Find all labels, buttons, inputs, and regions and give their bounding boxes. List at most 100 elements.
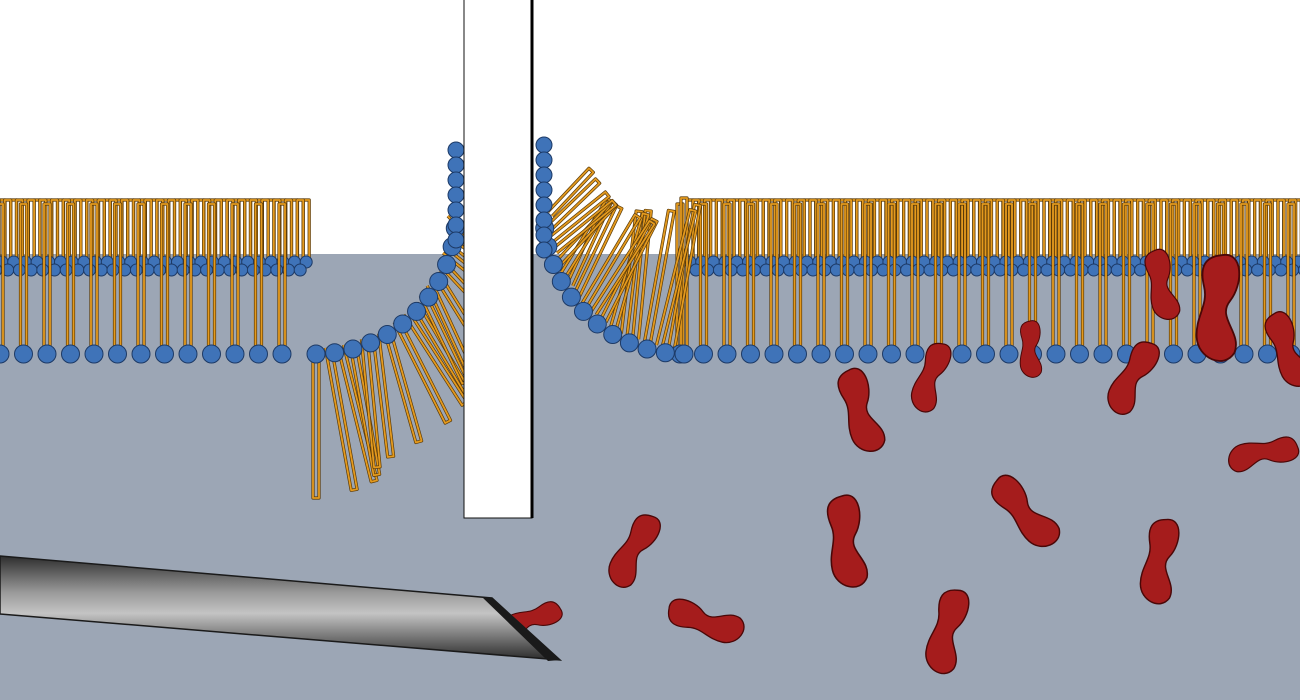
lipid-headgroup [437, 255, 457, 275]
lipid-headgroup [543, 255, 563, 275]
lipid-headgroup [249, 344, 268, 364]
lipid-headgroup [155, 344, 174, 364]
lipid-tail-fill [1277, 199, 1285, 270]
lipid-tail-fill [793, 203, 802, 354]
lipid-headgroup [1274, 263, 1288, 277]
lipid-headgroup [835, 344, 854, 364]
lipid-tail-fill [770, 203, 778, 354]
lipid-tail-fill [703, 199, 712, 270]
lipid-tail-fill [1052, 203, 1060, 354]
lipid-tail-fill [137, 203, 145, 354]
teflon-barrier [463, 0, 534, 519]
lipid-headgroup [0, 344, 10, 364]
lipid-tail-fill [1075, 203, 1084, 354]
lipid-tail-fill [996, 199, 1005, 270]
lipid-headgroup [200, 263, 214, 277]
lipid-tail-fill [809, 199, 817, 270]
lipid-headgroup [1070, 344, 1089, 364]
lipid-tail-fill [382, 326, 423, 444]
lipid-tail-fill [62, 199, 71, 270]
lipid-headgroup [1087, 263, 1101, 277]
injection-needle [0, 555, 563, 661]
lipid-tail-fill [887, 203, 896, 354]
lipid-headgroup [131, 344, 151, 364]
lipid-headgroup [694, 344, 713, 364]
lipid-headgroup [1251, 263, 1265, 277]
lipid-headgroup [535, 196, 553, 214]
lipid-tail-fill [1099, 203, 1107, 354]
lipid-tail-fill [581, 213, 641, 307]
lipid-tail-fill [231, 203, 239, 354]
lipid-headgroup [447, 216, 465, 234]
lipid-tail-fill [643, 209, 676, 344]
lipid-tail-fill [1066, 199, 1075, 270]
lipid-headgroup [535, 211, 553, 229]
lipid-headgroup [84, 344, 104, 364]
lipid-headgroup [587, 314, 607, 334]
lipid-tail-fill [797, 199, 806, 270]
lipid-headgroup [447, 231, 465, 249]
lipid-headgroup [447, 171, 465, 189]
lipid-tail-fill [1230, 199, 1239, 270]
lipid-headgroup [535, 166, 553, 184]
lipid-tail-fill [160, 203, 169, 354]
lipid-headgroup [447, 141, 465, 159]
lipid-tail-fill [590, 219, 656, 316]
lipid-headgroup [447, 186, 465, 204]
lipid-tail-fill [961, 199, 969, 270]
lipid-headgroup [447, 156, 465, 174]
lipid-headgroup [999, 344, 1019, 364]
lipid-tail-fill [560, 197, 614, 276]
lipid-tail-fill [184, 203, 192, 354]
lipid-headgroup [811, 344, 831, 364]
lipid-headgroup [882, 344, 901, 364]
lipid-headgroup [270, 263, 284, 277]
lipid-tail-fill [254, 203, 263, 354]
lipid-headgroup [343, 339, 363, 359]
lipid-headgroup [952, 344, 972, 364]
lipid-headgroup [535, 226, 553, 244]
lipid-tail-fill [547, 177, 601, 230]
lipid-tail-fill [1288, 199, 1297, 270]
lipid-tail-fill [1078, 199, 1086, 270]
lipid-tail-fill [699, 203, 708, 354]
lipid-monolayer-right [535, 136, 1300, 364]
lipid-headgroup [858, 344, 878, 364]
lipid-tail-fill [949, 199, 958, 270]
lipid-tail-fill [774, 199, 782, 270]
lipid-tail-fill [324, 346, 359, 492]
lipid-headgroup [573, 301, 593, 321]
lipid-tail-fill [1028, 203, 1037, 354]
lipid-tail-fill [66, 203, 75, 354]
lipid-tail-fill [1193, 203, 1201, 354]
lipid-headgroup [1110, 263, 1124, 277]
lipid-headgroup [603, 325, 623, 345]
lipid-headgroup [1180, 263, 1194, 277]
lipid-tail-fill [43, 203, 51, 354]
lipid-tail-fill [926, 199, 934, 270]
lipid-headgroup [976, 344, 995, 364]
lipid-tail-fill [312, 348, 320, 499]
lipid-tail-fill [1101, 199, 1110, 270]
lipid-tail-fill [631, 209, 653, 340]
lipid-tail-fill [1171, 199, 1180, 270]
lipid-tail-fill [90, 203, 98, 354]
lipid-headgroup [788, 344, 807, 364]
lipid-headgroup [223, 263, 237, 277]
lipid-tail-fill [655, 208, 697, 347]
lipid-tail-fill [1125, 199, 1133, 270]
lipid-headgroup [619, 333, 639, 353]
lipid-headgroup [202, 344, 221, 364]
lipid-tail-fill [1240, 203, 1248, 354]
lipid-tail-fill [573, 205, 623, 297]
lipid-headgroup [1164, 344, 1183, 364]
lipid-tail-fill [1089, 199, 1098, 270]
lipid-headgroup [637, 339, 657, 359]
lipid-tail-fill [296, 199, 305, 270]
lipid-tail-fill [937, 199, 946, 270]
lipid-headgroup [361, 333, 381, 353]
lipid-tail-fill [667, 203, 702, 349]
lipid-headgroup [178, 344, 198, 364]
lipid-tail-fill [207, 203, 216, 354]
